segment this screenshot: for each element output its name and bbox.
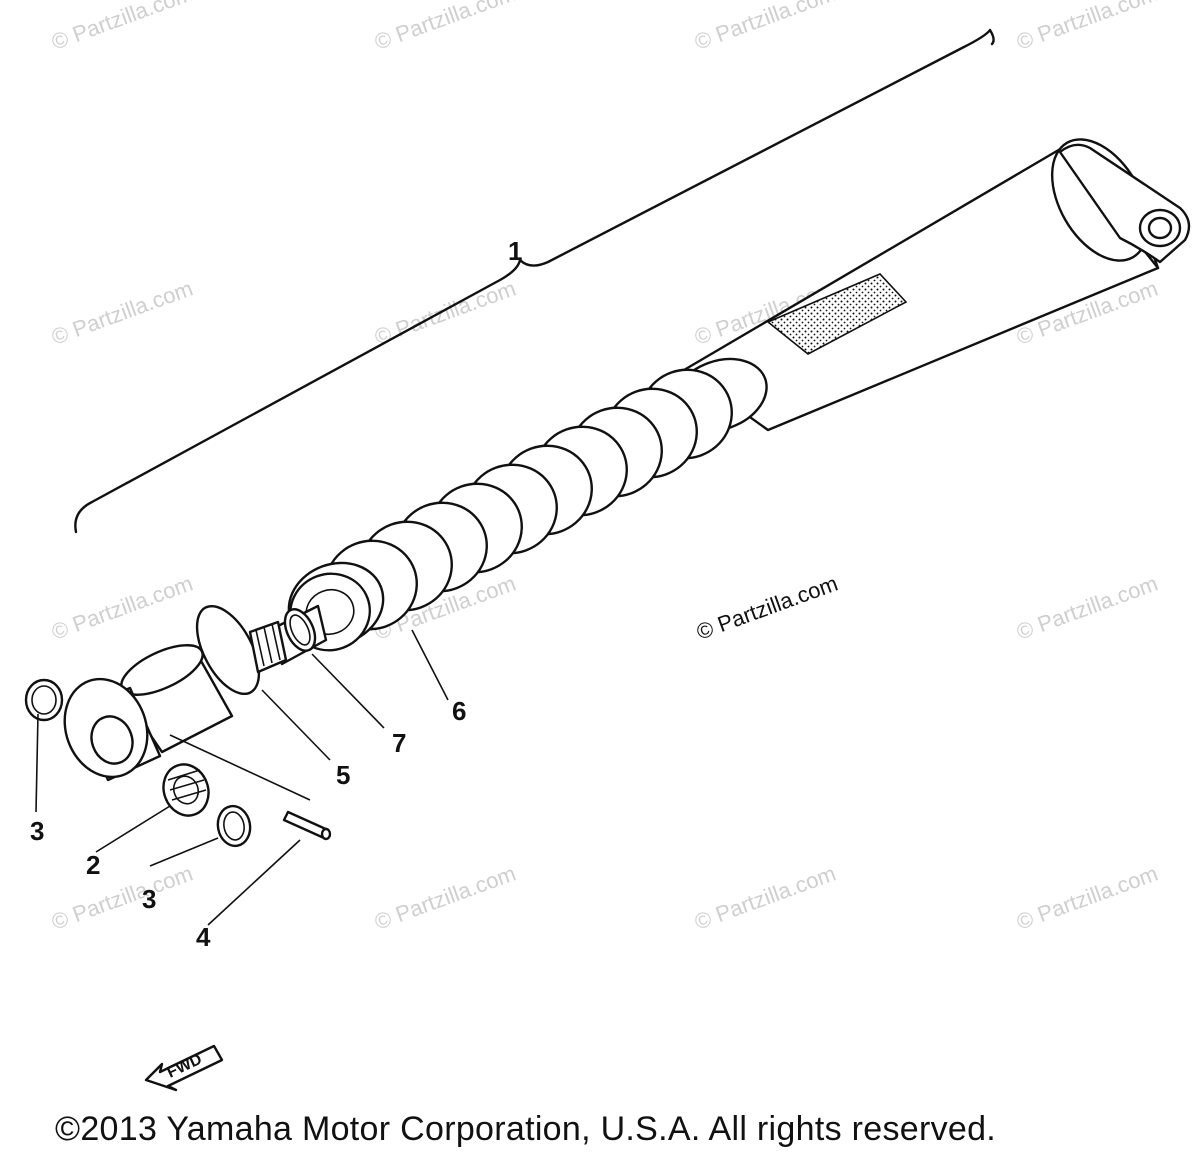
fwd-arrow-icon: FWD (144, 1044, 224, 1092)
callout-2: 2 (86, 850, 100, 880)
watermark: © Partzilla.com (371, 861, 519, 935)
watermark: © Partzilla.com (691, 861, 839, 935)
copyright-footer: ©2013 Yamaha Motor Corporation, U.S.A. A… (55, 1110, 997, 1148)
callout-labels: 1 3 2 3 4 5 7 6 (30, 236, 522, 952)
callout-3-right: 3 (142, 884, 156, 914)
coil-spring (287, 357, 768, 652)
callout-3-left: 3 (30, 816, 44, 846)
leader-lines (35, 629, 449, 926)
watermark-dark: © Partzilla.com (693, 571, 841, 645)
lower-mount (63, 644, 234, 782)
watermark: © Partzilla.com (48, 861, 196, 935)
callout-4: 4 (196, 922, 211, 952)
watermark: © Partzilla.com (48, 0, 196, 55)
callout-5: 5 (336, 760, 350, 790)
spring-seat (195, 604, 288, 696)
watermark: © Partzilla.com (48, 276, 196, 350)
watermark: © Partzilla.com (1013, 0, 1161, 55)
callout-7: 7 (392, 728, 406, 758)
circlip-left (24, 678, 64, 722)
callout-1: 1 (508, 236, 522, 266)
damper-body (682, 138, 1191, 432)
knurled-panel (766, 273, 908, 355)
watermark: © Partzilla.com (691, 0, 839, 55)
callout-6: 6 (452, 696, 466, 726)
watermark: © Partzilla.com (1013, 571, 1161, 645)
circlip-right (216, 804, 252, 848)
watermark: © Partzilla.com (371, 0, 519, 55)
pin (282, 810, 332, 841)
watermark: © Partzilla.com (1013, 861, 1161, 935)
watermark: © Partzilla.com (48, 571, 196, 645)
assembly-bracket (74, 28, 995, 534)
bushing (162, 763, 210, 817)
